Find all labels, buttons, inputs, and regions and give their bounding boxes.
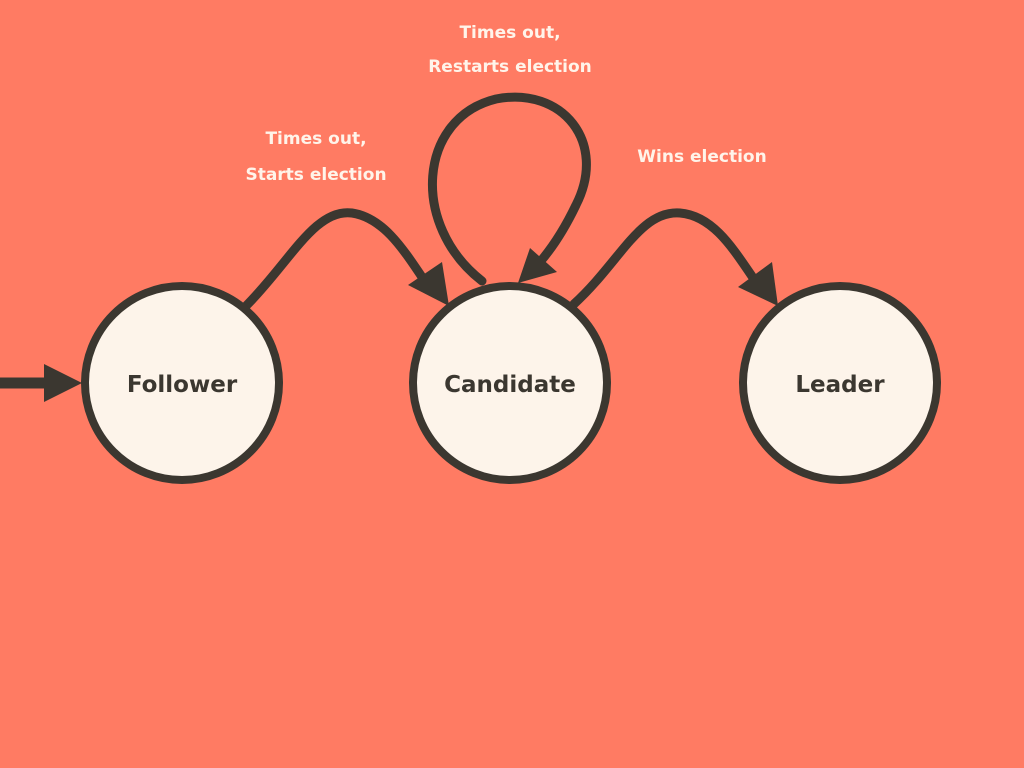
node-candidate: Candidate <box>409 282 611 484</box>
edge-label-line: Starts election <box>245 165 386 185</box>
edge-label-candidate-to-leader: Wins election <box>637 147 766 167</box>
edge-label-line: Wins election <box>637 147 766 167</box>
edge-candidate-to-leader <box>569 208 778 309</box>
initial-arrow <box>0 364 82 402</box>
node-leader: Leader <box>739 282 941 484</box>
node-follower: Follower <box>81 282 283 484</box>
edge-label-line: Times out, <box>265 129 366 149</box>
node-leader-label: Leader <box>795 372 885 398</box>
edge-follower-to-candidate <box>241 208 449 311</box>
edge-label-line: Restarts election <box>428 57 592 77</box>
node-follower-label: Follower <box>127 372 238 398</box>
edge-label-follower-to-candidate: Times out, Starts election <box>245 129 386 185</box>
edge-label-line: Times out, <box>459 23 560 43</box>
node-candidate-label: Candidate <box>444 372 576 398</box>
edge-label-candidate-self-loop: Times out, Restarts election <box>428 23 592 77</box>
edge-candidate-self-loop <box>427 92 591 286</box>
